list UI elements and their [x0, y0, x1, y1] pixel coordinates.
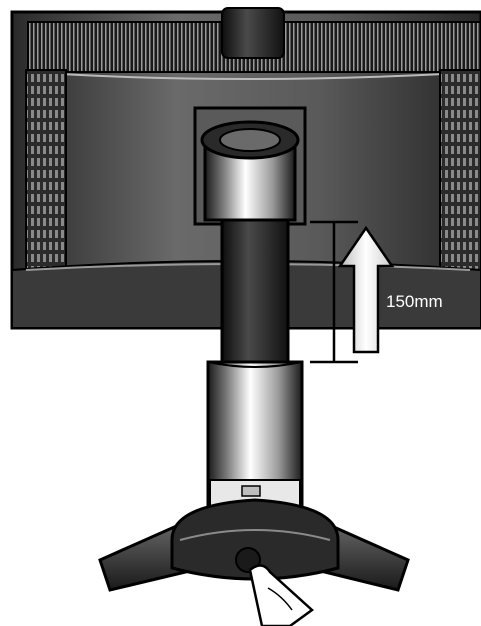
dimension-bracket-icon	[310, 220, 358, 364]
up-arrow-icon	[337, 225, 395, 354]
stand-column-upper	[200, 120, 300, 367]
pointing-hand-icon	[248, 564, 314, 626]
height-adjust-label: 150mm	[386, 292, 443, 311]
